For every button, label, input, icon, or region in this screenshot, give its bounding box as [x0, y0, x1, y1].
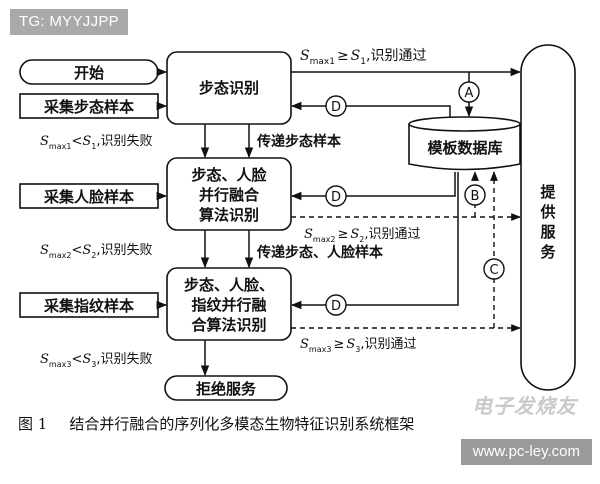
service-char-1: 提: [540, 183, 556, 201]
template-database-label: 模板数据库: [427, 139, 502, 157]
label-fail1: Smax1<S1,识别失败: [40, 134, 152, 151]
watermark-url: www.pc-ley.com: [460, 439, 592, 465]
provide-service-node: [520, 44, 576, 391]
marker-b-label: B: [471, 189, 480, 204]
collect-gait-node: [19, 93, 159, 119]
fusion2-line-3: 合算法识别: [190, 316, 266, 334]
collect-face-label: 采集人脸样本: [43, 188, 134, 206]
header-tag: TG: MYYJJPP: [10, 9, 128, 35]
service-char-2: 供: [539, 203, 555, 221]
marker-d2: [325, 185, 347, 207]
collect-gait-label: 采集步态样本: [43, 98, 134, 116]
label-pass2: Smax2≥S2,识别通过: [304, 227, 420, 244]
collect-fingerprint-label: 采集指纹样本: [43, 297, 134, 315]
collect-fingerprint-node: [19, 292, 159, 318]
marker-d3-label: D: [331, 299, 341, 314]
loop-d1: [290, 101, 451, 118]
marker-d1-label: D: [331, 100, 341, 115]
label-fail3: Smax3<S3,识别失败: [40, 352, 152, 369]
reject-service-node: [164, 375, 288, 401]
marker-d3: [325, 294, 347, 316]
service-char-4: 务: [540, 243, 556, 261]
label-pass3: Smax3≥S3,识别通过: [300, 337, 416, 354]
marker-a-label: A: [465, 86, 474, 101]
fusion1-line-2: 并行融合: [199, 186, 260, 204]
marker-c-label: C: [489, 263, 498, 278]
label-fail2: Smax2<S2,识别失败: [40, 243, 152, 260]
template-database-node: [408, 116, 521, 171]
marker-d2-label: D: [331, 190, 341, 205]
fusion2-line-2: 指纹并行融: [191, 296, 266, 314]
fusion2-line-1: 步态、人脸、: [184, 276, 274, 294]
collect-face-node: [19, 183, 159, 209]
watermark-logo: 电子发烧友: [472, 394, 577, 418]
gait-recognition-node: [166, 51, 292, 125]
marker-d1: [325, 95, 347, 117]
label-pass1: Smax1≥S1,识别通过: [300, 48, 426, 67]
marker-b: [464, 184, 486, 206]
label-pass-gait-face: 传递步态、人脸样本: [256, 244, 384, 261]
label-pass-gait: 传递步态样本: [256, 133, 342, 150]
gait-recognition-label: 步态识别: [199, 79, 259, 97]
start-label: 开始: [74, 64, 104, 82]
service-char-3: 服: [540, 223, 556, 241]
fusion1-line-1: 步态、人脸: [191, 166, 267, 184]
marker-c: [483, 258, 505, 280]
loop-d2: [290, 172, 456, 201]
fusion1-line-3: 算法识别: [199, 206, 259, 224]
reject-service-label: 拒绝服务: [196, 380, 257, 398]
marker-a: [458, 81, 480, 103]
